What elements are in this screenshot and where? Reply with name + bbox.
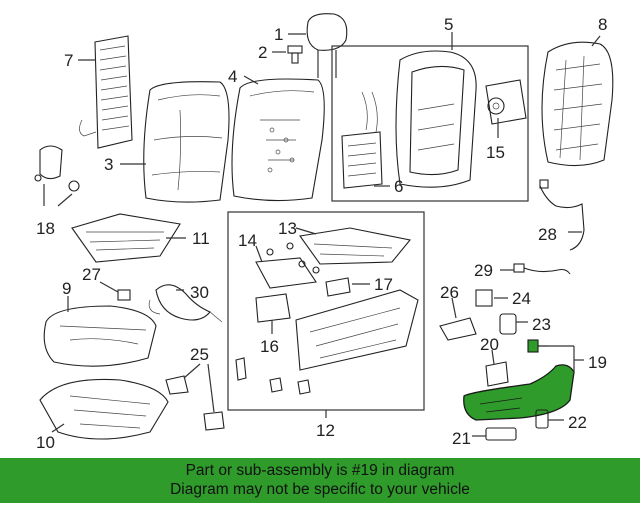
part-21-cap [485,427,517,441]
callout-12: 12 [316,421,335,440]
callout-21: 21 [452,429,471,448]
part-23-knob [499,313,517,335]
leader-14 [255,245,263,263]
banner-line-2: Diagram may not be specific to your vehi… [170,481,470,498]
part-8-back-board [541,41,614,167]
part-25-clips [165,375,225,431]
callout-14: 14 [238,231,257,250]
part-3-back-cover [143,81,230,203]
part-6-lumbar [341,91,383,189]
callout-9: 9 [62,279,71,298]
part-11-heater [71,213,181,263]
leader-26 [451,297,457,319]
part-17-bracket [325,277,351,297]
callout-23: 23 [532,315,551,334]
callout-20: 20 [480,335,499,354]
callout-25: 25 [190,345,209,364]
part-1-headrest [306,13,348,78]
part-15-recliner [485,79,527,125]
leader-27 [99,281,119,293]
part-22-cover [535,409,549,429]
part-14-bolts [255,242,320,289]
leader-13 [295,227,317,235]
leader-10 [51,423,65,433]
callout-19: 19 [588,353,607,372]
part-28-wire [539,179,585,251]
part-7-back-pad [79,35,133,149]
frame-group-box [331,45,529,202]
leader-4 [243,75,259,85]
part-13-cushion-frame [299,227,412,265]
callout-5: 5 [444,15,453,34]
part-19-seat-shield [463,339,575,421]
callout-24: 24 [512,289,531,308]
callout-28: 28 [538,225,557,244]
part-27-clip [117,289,131,301]
part-30-harness [148,284,223,323]
part-26-trim [439,317,477,341]
leader-18b [57,193,73,207]
callout-17: 17 [374,275,393,294]
info-banner: Part or sub-assembly is #19 in diagram D… [0,458,640,503]
callout-6: 6 [394,177,403,196]
callout-16: 16 [260,337,279,356]
callout-11: 11 [192,229,210,248]
part-10-cushion-pad [39,378,169,440]
part-2-guide [287,45,303,64]
leader-25b [207,363,215,413]
banner-line-1: Part or sub-assembly is #19 in diagram [185,462,455,479]
callout-18: 18 [36,219,55,238]
part-16-seat-track [235,289,419,395]
callout-27: 27 [82,265,101,284]
part-20-bracket [485,361,509,387]
callout-13: 13 [278,219,297,238]
part-5-back-frame [395,50,477,188]
callout-2: 2 [258,43,267,62]
callout-4: 4 [228,67,237,86]
leader-20 [491,349,495,365]
seat-parts-diagram: 7 3 4 1 2 5 6 [34,13,614,452]
callout-15: 15 [486,143,505,162]
callout-26: 26 [440,283,459,302]
callout-1: 1 [274,25,283,44]
leader-8 [591,35,601,47]
callout-30: 30 [190,283,209,302]
callout-22: 22 [568,413,587,432]
callout-29: 29 [474,261,493,280]
part-18-brackets [34,145,80,192]
part-4-back-cover [231,78,325,202]
part-29-cable [513,263,571,275]
callout-8: 8 [598,15,607,34]
leader-25a [183,363,201,379]
part-24-switch [475,289,493,307]
callout-3: 3 [104,155,113,174]
part-9-cushion-cover [43,305,157,367]
callout-10: 10 [36,433,55,452]
callout-7: 7 [64,51,73,70]
